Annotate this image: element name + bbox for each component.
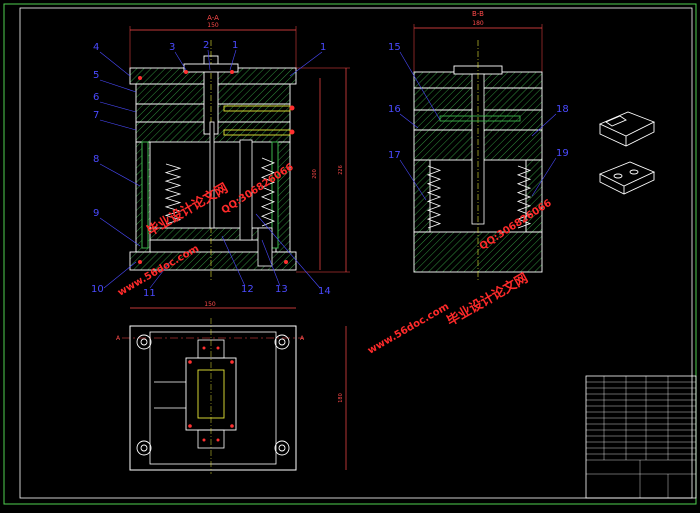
callout-9: 9	[93, 208, 99, 219]
part-isometric-views	[598, 111, 656, 195]
ejector-pin-a	[209, 121, 215, 229]
drawing-frame	[3, 3, 697, 505]
section-mark-right: A	[300, 335, 305, 342]
bottom-clamp-plate	[129, 251, 297, 271]
section-mark-left: A	[116, 335, 121, 342]
callout-2: 2	[203, 40, 209, 51]
guide-pillar-left	[141, 141, 149, 249]
height-dim-inner-text: 200	[312, 169, 318, 179]
callout-16: 16	[388, 104, 401, 115]
plan-width-dim-text: 150	[204, 301, 216, 308]
callout-10: 10	[91, 284, 104, 295]
b-width-dim-text: 180	[472, 20, 484, 27]
spring-coil	[164, 163, 182, 225]
plan-guide-bushings	[136, 334, 290, 456]
watermark-site-1: www.56doc.com	[116, 243, 201, 298]
plan-inner-plate	[149, 331, 277, 465]
title-block	[585, 375, 697, 499]
plan-bolts	[188, 346, 234, 442]
leader-lines-left-view	[99, 49, 323, 289]
title-block-frame	[585, 375, 697, 499]
b-spacer-left	[413, 159, 431, 233]
ejector-retainer-plate	[149, 227, 277, 241]
ejector-pin-b	[239, 139, 253, 241]
plan-outer-plate	[129, 325, 297, 471]
leader-lines-right-view	[399, 51, 557, 201]
plan-view: 150 180 A A	[116, 301, 347, 474]
section-a-a-title: A-A	[207, 14, 219, 22]
callout-7: 7	[93, 110, 99, 121]
bolt-markers	[138, 70, 288, 264]
section-view-a-a: A-A 150 200 226	[91, 14, 350, 299]
callout-3: 3	[169, 42, 175, 53]
callout-19: 19	[556, 148, 569, 159]
return-spring-right	[260, 157, 276, 227]
callout-18: 18	[556, 104, 569, 115]
part-iso-2	[598, 161, 656, 195]
width-dim-text: 150	[207, 22, 219, 29]
spring-coil	[426, 165, 442, 229]
callouts-left-view: 4 5 6 7 8 9 10 3 2 1 1 11 12 13 14	[91, 40, 331, 299]
callout-15: 15	[388, 42, 401, 53]
watermark-brand-2: 毕业设计论文网	[444, 270, 531, 329]
b-spring-left	[426, 165, 442, 229]
callout-13: 13	[275, 284, 288, 295]
callout-6: 6	[93, 92, 99, 103]
inner-border	[19, 7, 693, 499]
callouts-right-view: 15 16 17 18 19	[388, 42, 569, 161]
section-view-b-b: B-B 180 15 16 17 18 19	[388, 10, 569, 280]
part-iso-1	[598, 111, 656, 147]
callout-1b: 1	[320, 42, 326, 53]
height-dim-outer-text: 226	[338, 165, 344, 175]
plan-height-dim-text: 180	[338, 393, 344, 403]
callout-14: 14	[318, 286, 331, 297]
b-cooling-channel	[439, 115, 521, 122]
spring-coil	[516, 165, 532, 229]
callout-1a: 1	[232, 40, 238, 51]
callout-11: 11	[143, 288, 156, 299]
callout-17: 17	[388, 150, 401, 161]
watermark-site-2: www.56doc.com	[366, 301, 451, 356]
callout-12: 12	[241, 284, 254, 295]
section-b-b-title: B-B	[472, 10, 484, 18]
return-spring-left	[164, 163, 182, 225]
callout-5: 5	[93, 70, 99, 81]
outer-border	[3, 3, 697, 505]
b-spring-right	[516, 165, 532, 229]
title-block-grid	[586, 376, 696, 498]
spring-coil	[260, 157, 276, 227]
callout-8: 8	[93, 154, 99, 165]
callout-4: 4	[93, 42, 99, 53]
locating-ring	[183, 63, 239, 73]
guide-pillar-right	[271, 141, 279, 249]
